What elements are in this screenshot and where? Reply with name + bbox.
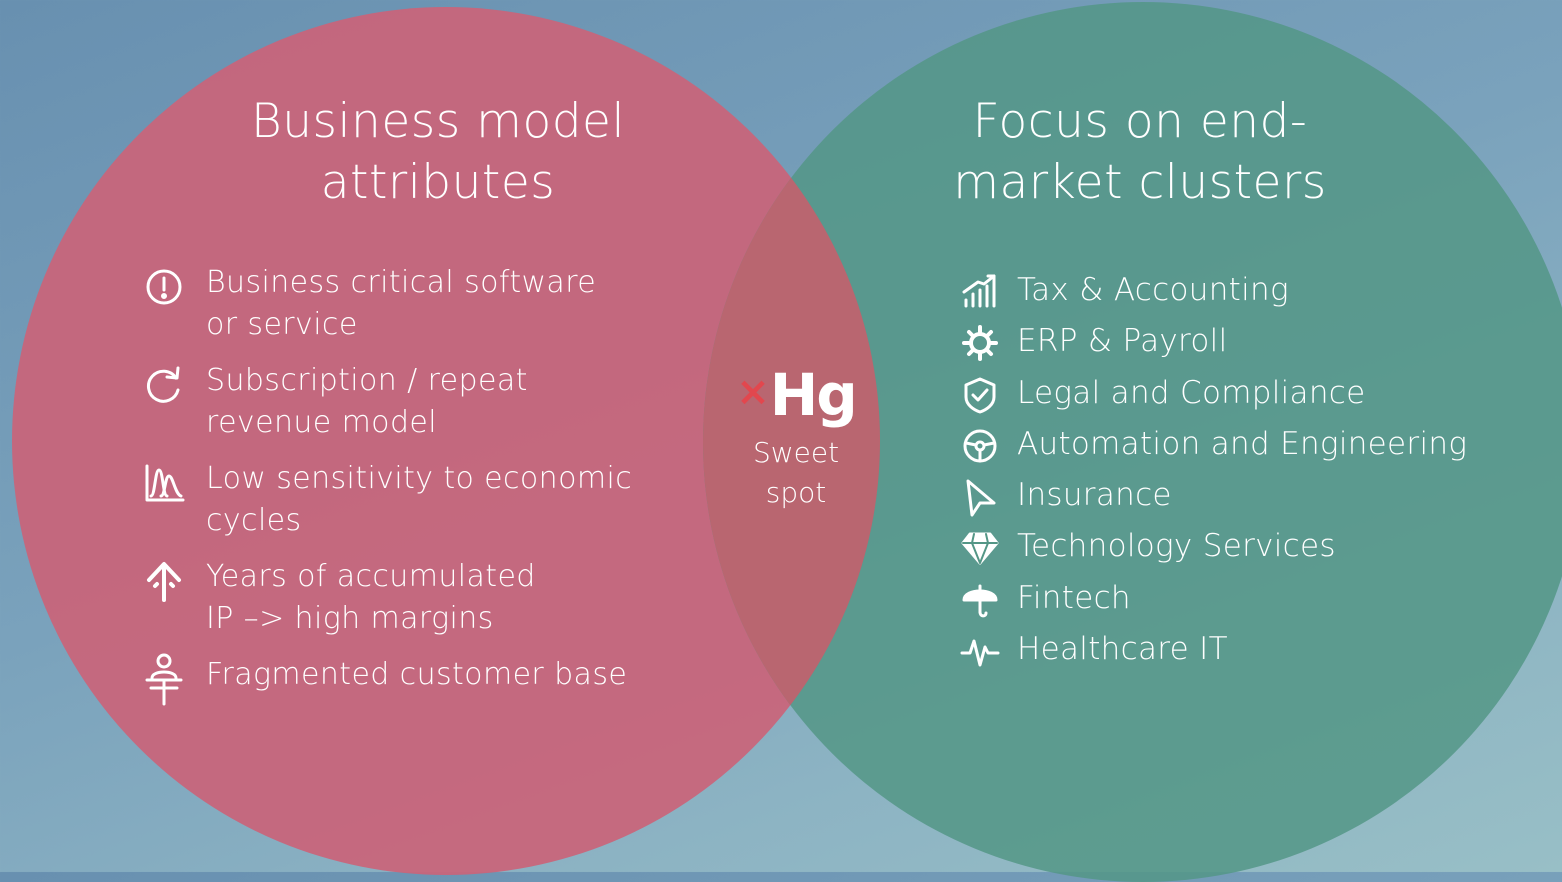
logo-mark-icon: × <box>736 369 769 415</box>
cluster-label: Technology Services <box>1017 528 1336 565</box>
list-item-fragmented-customers: Fragmented customer base <box>143 652 673 714</box>
cluster-label: ERP & Payroll <box>1017 323 1228 360</box>
item-line1: Subscription / repeat <box>206 363 528 398</box>
right-circle-title: Focus on end- market clusters <box>890 91 1390 213</box>
sweet-spot-text: Sweet spot <box>727 433 865 513</box>
cursor-arrow-icon <box>960 477 1000 517</box>
list-item-accumulated-ip: Years of accumulated IP –> high margins <box>143 556 673 654</box>
cluster-label: Tax & Accounting <box>1017 272 1289 308</box>
right-title-line1: Focus on end- <box>972 94 1308 149</box>
cluster-label: Insurance <box>1017 477 1172 514</box>
list-item-low-sensitivity: Low sensitivity to economic cycles <box>143 458 673 556</box>
cluster-label: Automation and Engineering <box>1017 425 1468 462</box>
left-title-line1: Business model <box>250 94 626 149</box>
item-line2: IP –> high margins <box>206 601 494 636</box>
shield-check-icon <box>960 375 1000 415</box>
cluster-item-technology-services: Technology Services <box>960 522 1520 573</box>
sweet-spot-label: ×Hg Sweet spot <box>727 360 865 513</box>
list-item-business-critical: Business critical software or service <box>143 262 673 360</box>
item-line1: Years of accumulated <box>206 559 536 594</box>
cluster-label: Fintech <box>1017 579 1131 616</box>
cluster-item-insurance: Insurance <box>960 471 1520 522</box>
left-circle-title: Business model attributes <box>188 91 688 213</box>
sweet-spot-line2: spot <box>765 476 827 509</box>
refresh-icon <box>143 364 185 406</box>
cluster-item-erp-payroll: ERP & Payroll <box>960 317 1520 368</box>
item-line1: Fragmented customer base <box>206 657 628 692</box>
heartbeat-icon <box>960 631 1000 671</box>
steering-wheel-icon <box>960 426 1000 466</box>
gear-icon <box>960 323 1000 363</box>
item-line2: or service <box>206 307 358 342</box>
cluster-label: Legal and Compliance <box>1017 374 1366 411</box>
item-line2: cycles <box>206 503 302 538</box>
people-network-icon <box>143 652 185 706</box>
left-title-line2: attributes <box>320 155 556 210</box>
item-line1: Low sensitivity to economic <box>206 461 633 496</box>
item-line2: revenue model <box>206 405 437 440</box>
cluster-item-fintech: Fintech <box>960 574 1520 625</box>
cluster-label: Healthcare IT <box>1017 631 1228 668</box>
logo-text: Hg <box>769 361 858 429</box>
business-attributes-list: Business critical software or service Su… <box>143 262 673 714</box>
right-title-line2: market clusters <box>953 155 1327 210</box>
cluster-item-legal-compliance: Legal and Compliance <box>960 369 1520 420</box>
cluster-item-healthcare-it: Healthcare IT <box>960 625 1520 676</box>
bar-growth-icon <box>960 272 1000 312</box>
cluster-item-automation-engineering: Automation and Engineering <box>960 420 1520 471</box>
end-market-clusters-list: Tax & Accounting ERP & Payroll Legal and… <box>960 266 1520 676</box>
exclamation-circle-icon <box>143 266 185 308</box>
sweet-spot-line1: Sweet <box>752 436 840 469</box>
list-item-subscription: Subscription / repeat revenue model <box>143 360 673 458</box>
cluster-item-tax-accounting: Tax & Accounting <box>960 266 1520 317</box>
wave-chart-icon <box>143 462 185 504</box>
umbrella-icon <box>960 580 1000 620</box>
diamond-icon <box>960 528 1000 568</box>
up-arrow-icon <box>143 560 185 602</box>
item-line1: Business critical software <box>206 265 597 300</box>
hg-logo: ×Hg <box>727 360 865 427</box>
